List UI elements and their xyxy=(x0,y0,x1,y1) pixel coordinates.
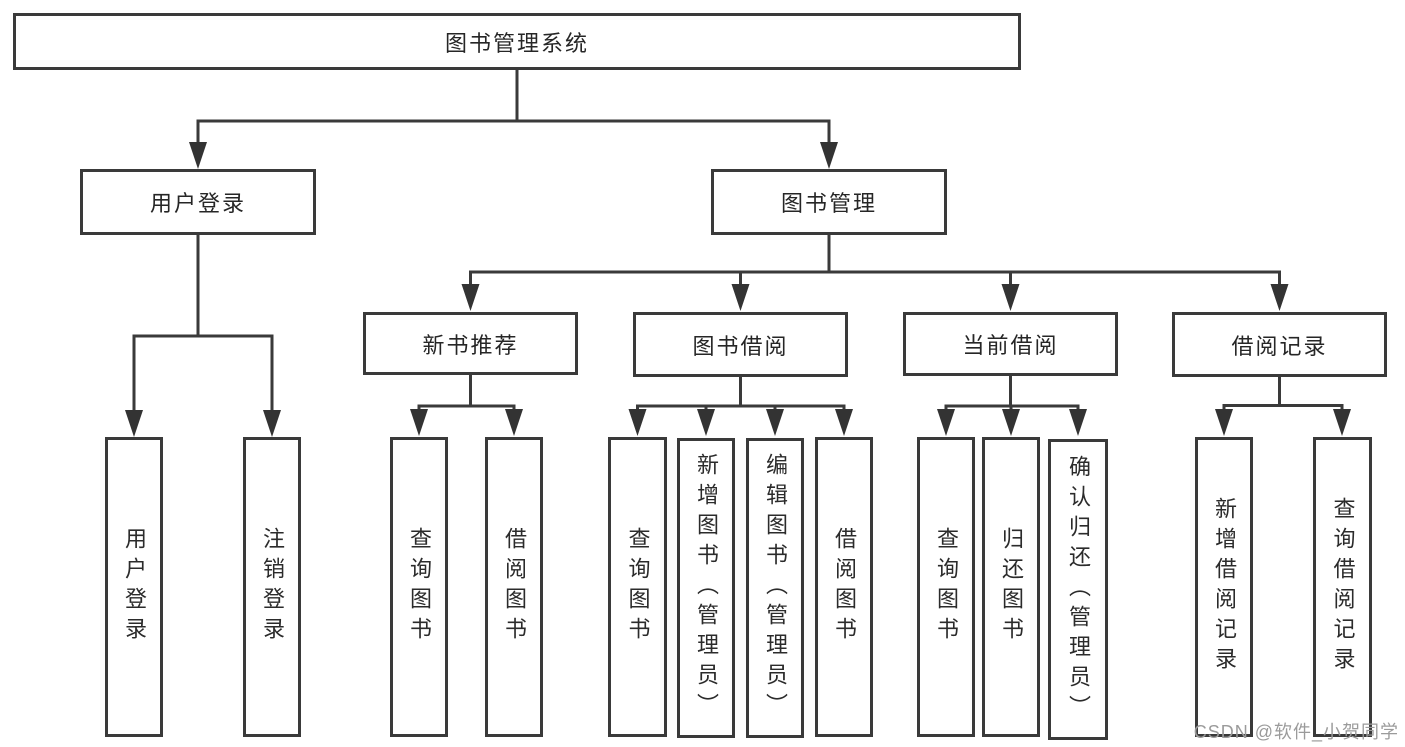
node-borrowing-records: 借阅记录 xyxy=(1172,312,1387,377)
leaf-nbr-query-books-label: 查询图书 xyxy=(407,527,432,647)
leaf-bb-query-books: 查询图书 xyxy=(608,437,667,737)
leaf-nbr-query-books: 查询图书 xyxy=(390,437,448,737)
node-root-label: 图书管理系统 xyxy=(444,30,589,56)
node-new-book-recommend: 新书推荐 xyxy=(363,312,578,375)
leaf-user-login-label: 用户登录 xyxy=(122,527,147,647)
node-current-borrowing-label: 当前借阅 xyxy=(962,333,1059,358)
leaf-cb-confirm-return-admin: 确认归还（管理员） xyxy=(1048,439,1108,740)
node-book-borrowing-label: 图书借阅 xyxy=(692,333,789,359)
leaf-cb-confirm-return-admin-label: 确认归还（管理员） xyxy=(1066,454,1091,725)
leaf-cb-return-books-label: 归还图书 xyxy=(999,527,1024,647)
leaf-user-login: 用户登录 xyxy=(105,437,163,737)
node-root: 图书管理系统 xyxy=(13,13,1021,70)
node-user-login-label: 用户登录 xyxy=(149,191,246,216)
arrowheads xyxy=(125,142,1351,437)
leaf-cb-return-books: 归还图书 xyxy=(982,437,1040,737)
leaf-bb-add-books-admin-label: 新增图书（管理员） xyxy=(694,453,719,723)
leaf-logout: 注销登录 xyxy=(243,437,301,737)
leaf-bb-edit-books-admin-label: 编辑图书（管理员） xyxy=(763,453,788,723)
node-user-login: 用户登录 xyxy=(80,169,316,235)
node-new-book-recommend-label: 新书推荐 xyxy=(422,332,519,358)
node-book-management-label: 图书管理 xyxy=(780,191,877,216)
leaf-cb-query-books: 查询图书 xyxy=(917,437,975,737)
leaf-bb-borrow-books: 借阅图书 xyxy=(815,437,873,737)
leaf-bb-add-books-admin: 新增图书（管理员） xyxy=(677,438,735,738)
leaf-br-query-record: 查询借阅记录 xyxy=(1313,437,1372,737)
leaf-logout-label: 注销登录 xyxy=(260,527,285,647)
watermark: CSDN @软件_小贺同学 xyxy=(1193,722,1399,742)
leaf-bb-query-books-label: 查询图书 xyxy=(625,527,651,647)
leaf-nbr-borrow-books: 借阅图书 xyxy=(485,437,543,737)
leaf-br-query-record-label: 查询借阅记录 xyxy=(1330,497,1356,677)
leaf-cb-query-books-label: 查询图书 xyxy=(934,527,959,647)
node-borrowing-records-label: 借阅记录 xyxy=(1231,333,1328,359)
leaf-br-add-record-label: 新增借阅记录 xyxy=(1212,497,1237,677)
leaf-bb-borrow-books-label: 借阅图书 xyxy=(832,527,857,647)
node-book-borrowing: 图书借阅 xyxy=(633,312,848,377)
tree-edges xyxy=(132,70,1344,414)
node-current-borrowing: 当前借阅 xyxy=(903,312,1118,376)
node-book-management: 图书管理 xyxy=(711,169,947,235)
leaf-nbr-borrow-books-label: 借阅图书 xyxy=(502,527,527,647)
leaf-bb-edit-books-admin: 编辑图书（管理员） xyxy=(746,438,804,738)
leaf-br-add-record: 新增借阅记录 xyxy=(1195,437,1253,737)
